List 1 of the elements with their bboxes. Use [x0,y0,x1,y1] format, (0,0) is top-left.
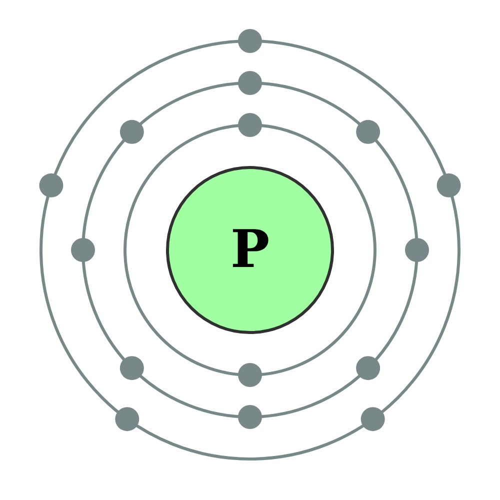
element-symbol: P [230,224,270,276]
